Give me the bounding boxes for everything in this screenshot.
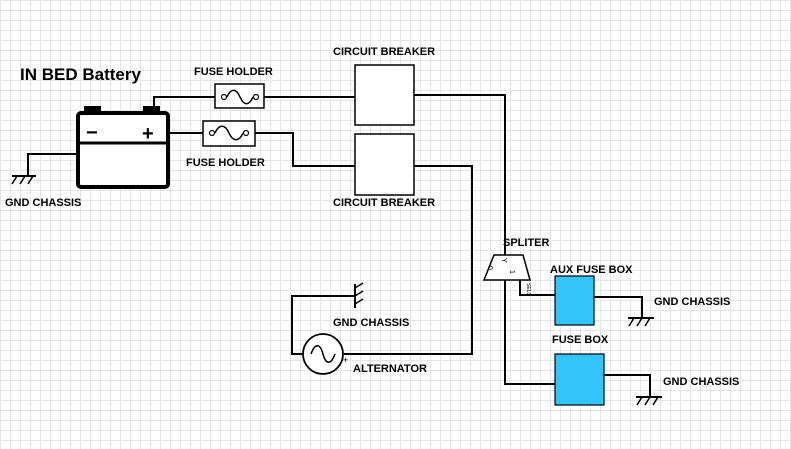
svg-text:+: + — [343, 355, 348, 365]
gnd-chassis-label-aux: GND CHASSIS — [654, 296, 730, 308]
circuit-breaker-label-bottom: CIRCUIT BREAKER — [333, 197, 435, 209]
gnd-chassis-label-alternator: GND CHASSIS — [333, 317, 409, 329]
circuit-breaker-top — [354, 64, 415, 126]
fuse-box — [554, 353, 605, 406]
diagram-title: IN BED Battery — [20, 65, 141, 84]
wire-breaker-bottom-to-alternator — [344, 165, 473, 355]
svg-text:Y: Y — [500, 258, 507, 263]
battery-terminal-left — [84, 106, 101, 114]
fuse-holder-label-top: FUSE HOLDER — [194, 66, 273, 78]
circuit-breaker-label-top: CIRCUIT BREAKER — [333, 46, 435, 58]
svg-text:SEL0: SEL0 — [525, 283, 531, 295]
circuit-breaker-bottom — [354, 133, 415, 196]
wire-fusebox-ground — [604, 374, 651, 397]
fuse-holder-bottom — [202, 120, 256, 147]
wire-battery-ground — [27, 153, 78, 176]
ground-symbol-fusebox — [636, 396, 662, 406]
wire-aux-ground — [594, 296, 643, 318]
ground-symbol-battery — [11, 175, 36, 185]
aux-fuse-box — [554, 275, 595, 326]
svg-text:0: 0 — [486, 266, 493, 270]
svg-text:1: 1 — [508, 270, 515, 274]
battery-terminal-right — [143, 106, 160, 114]
battery: − + — [76, 106, 170, 189]
battery-body — [76, 111, 170, 189]
fuse-holder-top — [214, 83, 265, 109]
ground-symbol-aux — [628, 317, 654, 327]
fuse-box-label: FUSE BOX — [552, 334, 609, 346]
wire-breaker-top-to-splitter — [414, 94, 506, 255]
gnd-chassis-label-battery: GND CHASSIS — [5, 197, 81, 209]
wires — [27, 94, 651, 397]
gnd-chassis-label-fusebox: GND CHASSIS — [663, 376, 739, 388]
battery-positive-sign: + — [142, 123, 154, 145]
ground-symbol-alternator — [354, 282, 364, 308]
alternator: + — [302, 333, 348, 375]
splitter: 0 Y 1 SEL0 — [482, 254, 531, 295]
wire-battery-to-fuse-top — [153, 96, 215, 108]
splitter-label: SPLITER — [503, 237, 550, 249]
wire-alternator-ground — [291, 295, 355, 355]
wire-fuse-to-breaker-bottom — [255, 132, 355, 167]
battery-negative-sign: − — [86, 122, 98, 144]
wire-splitter-to-fusebox — [504, 280, 555, 385]
wire-splitter-to-aux — [519, 280, 555, 296]
aux-fuse-box-label: AUX FUSE BOX — [550, 264, 633, 276]
fuse-holder-label-bottom: FUSE HOLDER — [186, 157, 265, 169]
alternator-label: ALTERNATOR — [353, 363, 427, 375]
